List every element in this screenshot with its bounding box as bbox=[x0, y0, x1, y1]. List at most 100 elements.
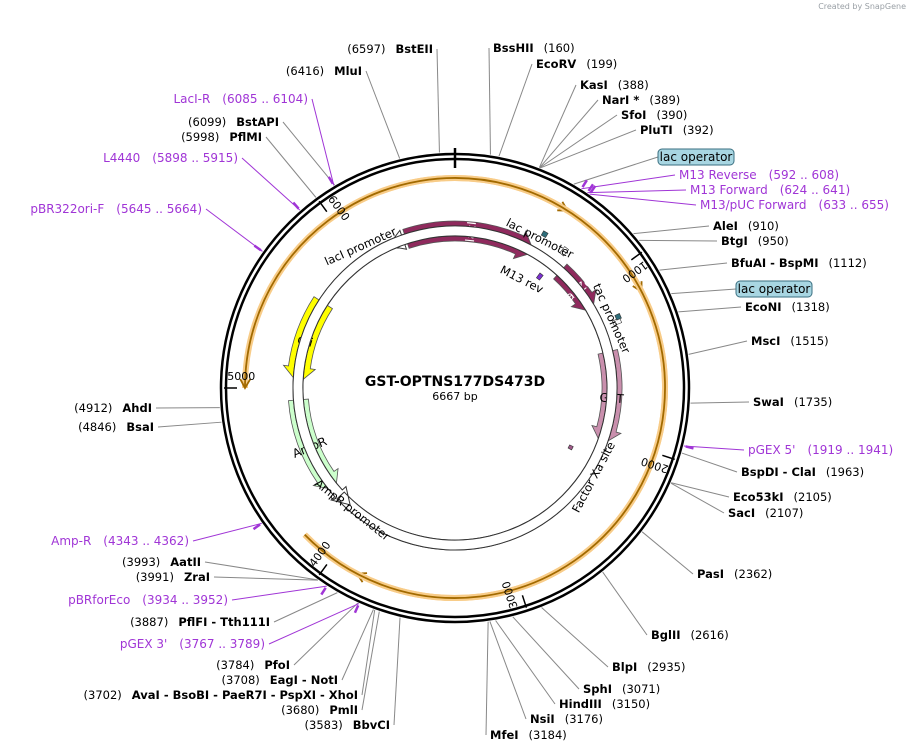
enzyme-leader-line bbox=[498, 63, 533, 157]
primer-label: LacI-R(6085 .. 6104) bbox=[173, 92, 308, 106]
enzyme-label: (3993)AatII bbox=[122, 555, 201, 569]
enzyme-name: MscI bbox=[751, 334, 780, 348]
enzyme-label: EcoRV (199) bbox=[536, 57, 617, 71]
enzyme-leader-line bbox=[361, 611, 380, 711]
enzyme-name: BspDI - ClaI bbox=[741, 465, 816, 479]
primer-label: L4440(5898 .. 5915) bbox=[103, 151, 238, 165]
tick-label: 5000 bbox=[227, 370, 255, 383]
enzyme-name: PluTI bbox=[640, 123, 673, 137]
enzyme-name: BfuAI - BspMI bbox=[731, 256, 818, 270]
lac-operator-glyph bbox=[540, 230, 549, 239]
enzyme-label: (6099)BstAPI bbox=[188, 115, 279, 129]
primer-marker bbox=[327, 176, 334, 185]
enzyme-leader-line bbox=[670, 482, 725, 514]
enzyme-position: (199) bbox=[586, 57, 617, 71]
enzyme-name: AatII bbox=[170, 555, 201, 569]
enzyme-leader-line bbox=[512, 616, 580, 690]
enzyme-position: (2105) bbox=[794, 490, 832, 504]
primer-range: (5898 .. 5915) bbox=[152, 151, 238, 165]
enzyme-position: (1963) bbox=[826, 465, 864, 479]
map-center-title: GST-OPTNS177DS473D 6667 bp bbox=[365, 374, 545, 403]
enzyme-position: (392) bbox=[683, 123, 714, 137]
primer-leader-line bbox=[587, 189, 687, 194]
enzyme-label: (6597)BstEII bbox=[347, 42, 433, 56]
primer-range: (633 .. 655) bbox=[819, 198, 889, 212]
primer-label: Amp-R(4343 .. 4362) bbox=[51, 534, 189, 548]
enzyme-label: BlpI(2935) bbox=[612, 660, 685, 674]
primer-name: M13 Forward bbox=[690, 183, 768, 197]
enzyme-position: (3583) bbox=[305, 718, 343, 732]
enzyme-name: BtgI bbox=[721, 234, 748, 248]
tick-label: 3000 bbox=[500, 580, 521, 611]
enzyme-label: EcoNI (1318) bbox=[745, 300, 830, 314]
enzyme-leader-line bbox=[690, 401, 750, 404]
operator-label: lac operator bbox=[660, 150, 733, 164]
enzyme-position: (2362) bbox=[734, 567, 772, 581]
enzyme-position: (160) bbox=[544, 41, 575, 55]
enzyme-labels: BssHII(160)EcoRV(199)KasI(388)NarI *(389… bbox=[74, 41, 867, 742]
enzyme-label: BfuAI - BspMI(1112) bbox=[731, 256, 867, 270]
enzyme-leader-line bbox=[282, 121, 336, 186]
enzyme-label: (3784)PfoI bbox=[216, 658, 290, 672]
enzyme-leader-line bbox=[641, 531, 694, 575]
primer-label: pBR322ori-F(5645 .. 5664) bbox=[30, 202, 202, 216]
enzyme-name: SfoI bbox=[621, 108, 646, 122]
enzyme-position: (3708) bbox=[222, 673, 260, 687]
enzyme-name: EcoNI bbox=[745, 300, 781, 314]
tick-mark bbox=[662, 454, 675, 461]
enzyme-leader-line bbox=[633, 225, 710, 235]
enzyme-name: BssHII bbox=[493, 41, 534, 55]
enzyme-label: (3680) PmlI bbox=[281, 703, 358, 717]
enzyme-leader-line bbox=[539, 99, 599, 169]
primer-range: (624 .. 641) bbox=[780, 183, 850, 197]
enzyme-position: (3176) bbox=[565, 712, 603, 726]
primer-range: (3934 .. 3952) bbox=[142, 593, 228, 607]
enzyme-name: AleI bbox=[713, 219, 738, 233]
enzyme-position: (6416) bbox=[286, 64, 324, 78]
primer-marker bbox=[292, 201, 300, 210]
primer-marker bbox=[252, 523, 261, 531]
enzyme-leader-line bbox=[365, 70, 401, 159]
primer-markers bbox=[252, 176, 694, 614]
enzyme-name: PmlI bbox=[329, 703, 358, 717]
enzyme-name: PfoI bbox=[264, 658, 290, 672]
primer-label: M13 Reverse(592 .. 608) bbox=[679, 168, 839, 182]
primer-range: (4343 .. 4362) bbox=[103, 534, 189, 548]
enzyme-position: (2616) bbox=[691, 628, 729, 642]
primer-leader-line bbox=[311, 98, 335, 186]
enzyme-position: (2935) bbox=[647, 660, 685, 674]
enzyme-leader-line bbox=[541, 607, 609, 668]
enzyme-position: (3680) bbox=[281, 703, 319, 717]
enzyme-label: PasI(2362) bbox=[697, 567, 772, 581]
orf-arc bbox=[244, 177, 666, 599]
enzyme-leader-line bbox=[495, 620, 556, 705]
enzyme-name: AhdI bbox=[122, 401, 152, 415]
primer-label: pGEX 5'(1919 .. 1941) bbox=[748, 443, 893, 457]
enzyme-label: AleI(910) bbox=[713, 219, 779, 233]
enzyme-label: (6416)MluI bbox=[286, 64, 362, 78]
primer-label: pBRforEco(3934 .. 3952) bbox=[68, 593, 228, 607]
feature-label-ampr-promoter: AmpR promoter bbox=[312, 476, 393, 543]
enzyme-name: PflFI - Tth111I bbox=[178, 615, 270, 629]
plasmid-name: GST-OPTNS177DS473D bbox=[365, 374, 545, 390]
enzyme-name: EcoRV bbox=[536, 57, 576, 71]
primer-range: (3767 .. 3789) bbox=[179, 637, 265, 651]
operator-leader-line bbox=[573, 156, 659, 185]
enzyme-label: KasI(388) bbox=[580, 78, 649, 92]
feature-arrows: lacIlacZαGSToriAmpR bbox=[282, 220, 625, 551]
primer-name: M13/pUC Forward bbox=[700, 198, 807, 212]
enzyme-position: (1318) bbox=[791, 300, 829, 314]
enzyme-label: SfoI (390) bbox=[621, 108, 687, 122]
enzyme-position: (390) bbox=[656, 108, 687, 122]
primer-marker bbox=[685, 445, 694, 450]
enzyme-label: BglII(2616) bbox=[651, 628, 729, 642]
enzyme-name: EagI - NotI bbox=[270, 673, 338, 687]
lac-operator-glyph bbox=[614, 313, 622, 321]
enzyme-leader-line bbox=[273, 592, 338, 623]
enzyme-leader-line bbox=[489, 621, 527, 720]
enzyme-leader-line bbox=[681, 452, 738, 473]
enzyme-position: (1735) bbox=[794, 395, 832, 409]
enzyme-leader-line bbox=[488, 47, 491, 155]
enzyme-position: (389) bbox=[649, 93, 680, 107]
